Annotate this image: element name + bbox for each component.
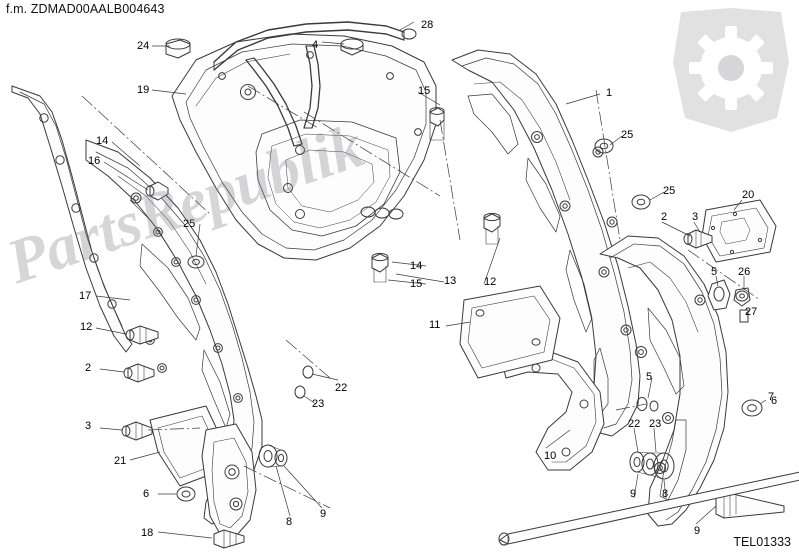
callout-10: 10 xyxy=(544,450,557,462)
callout-25-b: 25 xyxy=(663,185,676,197)
callout-5-a: 5 xyxy=(711,266,718,278)
callout-11: 11 xyxy=(429,319,441,331)
callout-2-a: 2 xyxy=(661,211,668,223)
callout-5-b: 5 xyxy=(646,371,653,383)
callout-22-a: 22 xyxy=(335,382,348,394)
callout-15-b: 15 xyxy=(410,278,423,290)
diagram-code: TEL01333 xyxy=(733,535,791,549)
callout-28: 28 xyxy=(421,19,434,31)
callout-27: 27 xyxy=(745,306,758,318)
callout-3-b: 3 xyxy=(85,420,92,432)
callout-1: 1 xyxy=(606,87,613,99)
callout-6-b: 6 xyxy=(143,488,150,500)
callout-19: 19 xyxy=(137,84,150,96)
callout-25-a: 25 xyxy=(621,129,634,141)
callout-8-b: 8 xyxy=(286,516,293,528)
callout-8-a: 8 xyxy=(662,488,669,500)
callout-9-c: 9 xyxy=(694,525,701,537)
callout-3-a: 3 xyxy=(692,211,699,223)
callout-9-b: 9 xyxy=(320,508,327,520)
callout-13: 13 xyxy=(444,275,457,287)
callout-24: 24 xyxy=(137,40,150,52)
callout-17: 17 xyxy=(79,290,92,302)
callout-16: 16 xyxy=(88,155,101,167)
callout-6-a: 6 xyxy=(771,395,778,407)
callout-26: 26 xyxy=(738,266,751,278)
callout-14-b: 14 xyxy=(410,260,423,272)
callout-4: 4 xyxy=(312,39,319,51)
callout-25-c: 25 xyxy=(183,218,196,230)
callout-12-b: 12 xyxy=(80,321,93,333)
part-number-header: f.m. ZDMAD00AALB004643 xyxy=(6,2,165,16)
callout-22-b: 22 xyxy=(628,418,641,430)
callout-23-b: 23 xyxy=(649,418,662,430)
callout-12-a: 12 xyxy=(484,276,497,288)
callout-14-a: 14 xyxy=(96,135,109,147)
callout-2-b: 2 xyxy=(85,362,92,374)
callout-9-a: 9 xyxy=(630,488,637,500)
callout-23-a: 23 xyxy=(312,398,325,410)
callout-7: 7 xyxy=(768,391,775,403)
callout-20: 20 xyxy=(742,189,755,201)
callout-18: 18 xyxy=(141,527,154,539)
callout-15-a: 15 xyxy=(418,85,431,97)
callout-21: 21 xyxy=(114,455,127,467)
